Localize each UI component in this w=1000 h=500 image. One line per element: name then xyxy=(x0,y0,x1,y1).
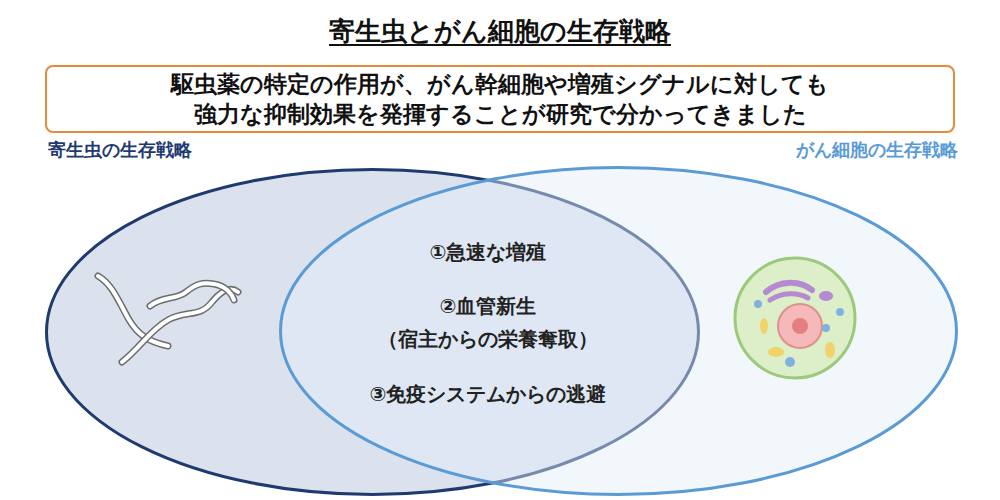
ellipse-shape xyxy=(281,168,957,495)
diagram-title: 寄生虫とがん細胞の生存戦略 xyxy=(0,14,1000,49)
note-box: 駆虫薬の特定の作用が、がん幹細胞や増殖シグナルに対しても 強力な抑制効果を発揮す… xyxy=(45,65,955,133)
note-text: 駆虫薬の特定の作用が、がん幹細胞や増殖シグナルに対しても 強力な抑制効果を発揮す… xyxy=(47,69,953,129)
shared-strategy-label: ②血管新生 （宿主からの栄養奪取） xyxy=(348,290,628,356)
set-heading: 寄生虫の生存戦略 xyxy=(48,138,192,162)
shared-strategy-label: ③免疫システムからの逃避 xyxy=(348,378,628,411)
shared-strategy-label: ①急速な増殖 xyxy=(348,236,628,269)
set-heading: がん細胞の生存戦略 xyxy=(796,138,958,162)
